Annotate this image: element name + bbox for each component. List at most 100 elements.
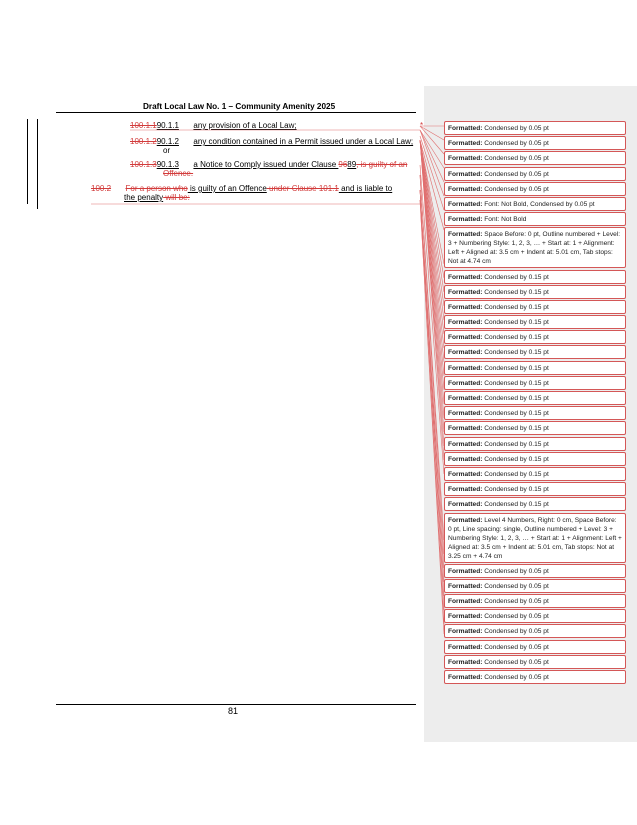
comment-balloon[interactable]: Formatted: Condensed by 0.15 pt: [444, 375, 626, 390]
balloon-label: Formatted:: [448, 470, 483, 478]
deleted-number: 100.1.1: [130, 121, 157, 130]
balloon-text: Condensed by 0.15 pt: [482, 486, 549, 494]
comment-balloon[interactable]: Formatted: Condensed by 0.15 pt: [444, 269, 626, 284]
comment-balloon[interactable]: Formatted: Condensed by 0.05 pt: [444, 151, 626, 166]
balloon-label: Formatted:: [448, 170, 483, 178]
balloon-label: Formatted:: [448, 486, 483, 494]
balloon-text: Font: Not Bold: [482, 216, 527, 224]
comment-balloon[interactable]: Formatted: Space Before: 0 pt, Outline n…: [444, 227, 626, 269]
comment-balloon[interactable]: Formatted: Condensed by 0.15 pt: [444, 360, 626, 375]
inserted-text: and is liable to: [338, 184, 393, 193]
comment-balloon[interactable]: Formatted: Condensed by 0.05 pt: [444, 121, 626, 135]
comment-balloon[interactable]: Formatted: Level 4 Numbers, Right: 0 cm,…: [444, 512, 626, 563]
comment-balloon[interactable]: Formatted: Condensed by 0.15 pt: [444, 299, 626, 314]
comment-balloon[interactable]: Formatted: Condensed by 0.15 pt: [444, 391, 626, 405]
balloon-text: Condensed by 0.05 pt: [482, 613, 549, 621]
balloon-label: Formatted:: [448, 628, 483, 636]
balloon-label: Formatted:: [448, 643, 483, 651]
clause-100-1-1[interactable]: 100.1.190.1.1 any provision of a Local L…: [130, 121, 297, 131]
comment-balloon[interactable]: Formatted: Condensed by 0.15 pt: [444, 284, 626, 299]
balloon-text: Condensed by 0.05 pt: [482, 567, 549, 575]
balloon-text: Condensed by 0.15 pt: [482, 410, 549, 418]
balloon-text: Condensed by 0.15 pt: [482, 425, 549, 433]
comment-balloon[interactable]: Formatted: Condensed by 0.15 pt: [444, 482, 626, 497]
footer-rule: [56, 704, 416, 705]
balloon-text: Condensed by 0.05 pt: [482, 674, 549, 681]
deleted-text: For a person who: [125, 184, 188, 193]
balloon-label: Formatted:: [448, 613, 483, 621]
balloon-text: Condensed by 0.15 pt: [482, 349, 549, 357]
comment-balloon[interactable]: Formatted: Condensed by 0.05 pt: [444, 639, 626, 654]
balloon-label: Formatted:: [448, 349, 483, 357]
balloon-label: Formatted:: [448, 674, 483, 681]
inserted-number: 90.1.3: [156, 160, 179, 169]
balloon-label: Formatted:: [448, 440, 483, 448]
deleted-text: under Clause 101.1: [266, 184, 339, 193]
comment-balloon[interactable]: Formatted: Condensed by 0.05 pt: [444, 166, 626, 181]
comment-balloon[interactable]: Formatted: Condensed by 0.05 pt: [444, 609, 626, 624]
balloon-text: Condensed by 0.15 pt: [482, 288, 549, 296]
inserted-text: the penalty: [124, 193, 164, 202]
comment-balloon[interactable]: Formatted: Condensed by 0.15 pt: [444, 406, 626, 421]
inserted-number: 90.1.1: [156, 121, 179, 130]
comment-balloon[interactable]: Formatted: Condensed by 0.05 pt: [444, 594, 626, 609]
balloon-text: Condensed by 0.05 pt: [482, 658, 549, 666]
page-number: 81: [228, 706, 239, 716]
balloon-label: Formatted:: [448, 658, 483, 666]
clause-100-1-2[interactable]: 100.1.290.1.2 any condition contained in…: [130, 137, 413, 147]
deleted-tail: , is guilty of an: [356, 160, 408, 169]
comment-balloon[interactable]: Formatted: Condensed by 0.15 pt: [444, 315, 626, 330]
comment-balloon[interactable]: Formatted: Condensed by 0.05 pt: [444, 578, 626, 593]
comment-balloon[interactable]: Formatted: Condensed by 0.15 pt: [444, 497, 626, 512]
comment-balloon[interactable]: Formatted: Font: Not Bold: [444, 212, 626, 227]
comment-balloon[interactable]: Formatted: Condensed by 0.15 pt: [444, 330, 626, 345]
comment-balloon[interactable]: Formatted: Condensed by 0.15 pt: [444, 451, 626, 466]
comment-balloon[interactable]: Formatted: Condensed by 0.05 pt: [444, 654, 626, 669]
balloon-label: Formatted:: [448, 303, 483, 311]
clause-100-2[interactable]: 100.2 For a person who is guilty of an O…: [91, 184, 392, 194]
balloon-text: Condensed by 0.15 pt: [482, 319, 549, 327]
comment-balloon[interactable]: Formatted: Condensed by 0.05 pt: [444, 136, 626, 151]
clause-100-1-2-continuation: or: [163, 146, 170, 156]
change-bar-left: [27, 119, 28, 204]
balloon-label: Formatted:: [448, 319, 483, 327]
balloon-text: Condensed by 0.15 pt: [482, 440, 549, 448]
header-rule: [56, 112, 416, 113]
clause-100-1-3-continuation: Offence.: [163, 169, 193, 179]
balloon-label: Formatted:: [448, 410, 483, 418]
svg-text:*: *: [420, 121, 423, 130]
balloon-text: Space Before: 0 pt, Outline numbered + L…: [448, 231, 621, 266]
comment-balloon[interactable]: Formatted: Condensed by 0.05 pt: [444, 181, 626, 196]
deleted-clause-number: 96: [338, 160, 348, 169]
change-bar-right: [37, 119, 38, 209]
comment-balloon[interactable]: Formatted: Condensed by 0.15 pt: [444, 421, 626, 436]
inserted-number: 90.1.2: [156, 137, 179, 146]
comment-balloon[interactable]: Formatted: Condensed by 0.15 pt: [444, 436, 626, 451]
comment-balloon[interactable]: Formatted: Condensed by 0.05 pt: [444, 670, 626, 684]
balloon-label: Formatted:: [448, 598, 483, 606]
balloon-label: Formatted:: [448, 125, 483, 132]
balloon-text: Level 4 Numbers, Right: 0 cm, Space Befo…: [448, 516, 622, 560]
balloon-text: Condensed by 0.05 pt: [482, 628, 549, 636]
balloon-text: Condensed by 0.05 pt: [482, 582, 549, 590]
balloon-text: Condensed by 0.15 pt: [482, 364, 549, 372]
balloon-text: Condensed by 0.05 pt: [482, 125, 549, 132]
clause-100-1-3[interactable]: 100.1.390.1.3 a Notice to Comply issued …: [130, 160, 407, 170]
balloon-label: Formatted:: [448, 395, 483, 402]
comment-balloon[interactable]: Formatted: Condensed by 0.05 pt: [444, 563, 626, 578]
comment-balloon[interactable]: Formatted: Condensed by 0.15 pt: [444, 466, 626, 481]
balloon-text: Condensed by 0.05 pt: [482, 155, 549, 163]
balloon-label: Formatted:: [448, 334, 483, 342]
clause-text: any condition contained in a Permit issu…: [193, 137, 414, 146]
balloon-label: Formatted:: [448, 364, 483, 372]
balloon-label: Formatted:: [448, 231, 483, 239]
balloon-text: Condensed by 0.15 pt: [482, 334, 549, 342]
balloon-text: Condensed by 0.15 pt: [482, 379, 549, 387]
comment-balloon[interactable]: Formatted: Condensed by 0.15 pt: [444, 345, 626, 360]
deleted-offence: Offence.: [163, 169, 194, 178]
balloon-text: Font: Not Bold, Condensed by 0.05 pt: [482, 200, 595, 208]
comment-balloon[interactable]: Formatted: Font: Not Bold, Condensed by …: [444, 196, 626, 211]
balloon-text: Condensed by 0.05 pt: [482, 598, 549, 606]
comment-balloon[interactable]: Formatted: Condensed by 0.05 pt: [444, 624, 626, 639]
